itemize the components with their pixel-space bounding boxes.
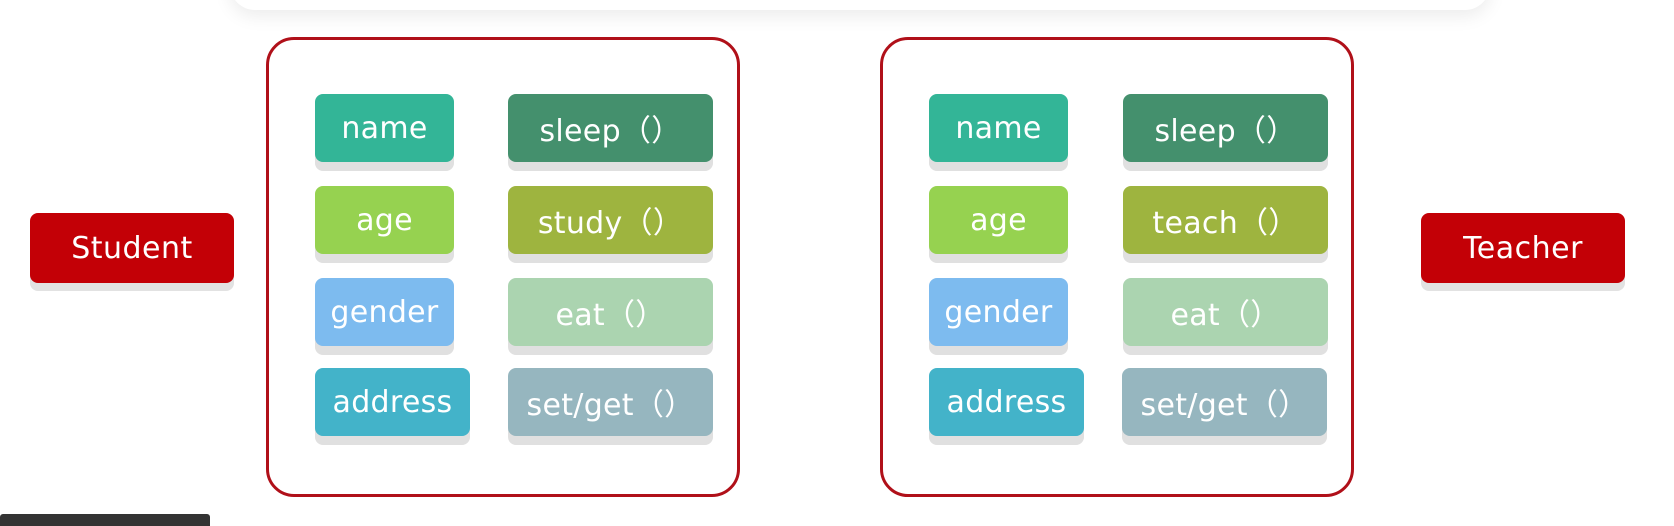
student-class-box: name age gender address sleep（） study（） … — [266, 37, 740, 497]
student-attr-age: age — [315, 186, 454, 254]
teacher-method-sleep: sleep（） — [1123, 94, 1328, 162]
teacher-method-teach: teach（） — [1123, 186, 1328, 254]
top-panel-edge — [230, 0, 1490, 10]
teacher-class-box: name age gender address sleep（） teach（） … — [880, 37, 1354, 497]
teacher-label: Teacher — [1421, 213, 1625, 283]
bottom-bar — [0, 514, 210, 526]
student-method-study: study（） — [508, 186, 713, 254]
teacher-method-setget: set/get（） — [1122, 368, 1327, 436]
student-label: Student — [30, 213, 234, 283]
student-method-eat: eat（） — [508, 278, 713, 346]
teacher-attr-name: name — [929, 94, 1068, 162]
student-attr-gender: gender — [315, 278, 454, 346]
student-attr-address: address — [315, 368, 470, 436]
teacher-attr-age: age — [929, 186, 1068, 254]
student-method-sleep: sleep（） — [508, 94, 713, 162]
teacher-attr-address: address — [929, 368, 1084, 436]
student-attr-name: name — [315, 94, 454, 162]
teacher-attr-gender: gender — [929, 278, 1068, 346]
teacher-method-eat: eat（） — [1123, 278, 1328, 346]
student-method-setget: set/get（） — [508, 368, 713, 436]
